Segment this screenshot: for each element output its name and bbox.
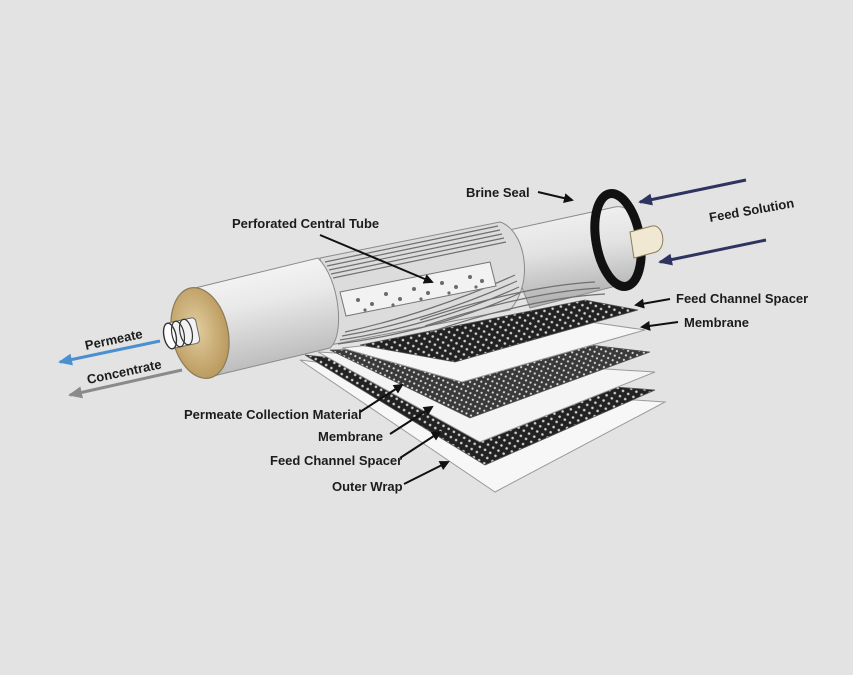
outer-wrap-label: Outer Wrap bbox=[332, 479, 403, 494]
permeate-label: Permeate bbox=[84, 326, 144, 353]
brine-seal-leader bbox=[537, 191, 574, 204]
perforated-tube bbox=[339, 261, 497, 317]
feed-channel-spacer-bottom-label: Feed Channel Spacer bbox=[270, 453, 402, 468]
right-tube-section bbox=[499, 189, 664, 309]
tube-perforations bbox=[356, 275, 484, 312]
perforated-tube-leader bbox=[319, 234, 434, 284]
feed-arrow-upper bbox=[638, 178, 747, 206]
feed-channel-spacer-top-label: Feed Channel Spacer bbox=[676, 291, 808, 306]
membrane-bottom-leader bbox=[389, 405, 434, 435]
feed-spacer-top-leader bbox=[634, 298, 671, 309]
feed-arrow-lower bbox=[658, 238, 767, 266]
permeate-collection-material-label: Permeate Collection Material bbox=[184, 407, 362, 422]
perforated-central-tube-label: Perforated Central Tube bbox=[232, 216, 379, 231]
membrane-top-label: Membrane bbox=[684, 315, 749, 330]
brine-seal-label: Brine Seal bbox=[466, 185, 530, 200]
wound-layers bbox=[319, 221, 606, 346]
outer-wrap-leader bbox=[403, 461, 450, 485]
membrane-bottom-label: Membrane bbox=[318, 429, 383, 444]
feed-spacer-sheet-top bbox=[359, 299, 639, 363]
feed-inlet-nozzle bbox=[629, 225, 664, 259]
feed-solution-label: Feed Solution bbox=[708, 195, 795, 225]
feed-spacer-bottom-leader bbox=[399, 430, 442, 459]
permeate-arrow bbox=[58, 339, 161, 366]
left-tube-section bbox=[162, 257, 340, 379]
permeate-outlet-fitting bbox=[162, 317, 201, 350]
concentrate-arrow bbox=[68, 368, 183, 399]
membrane-top-leader bbox=[640, 320, 679, 331]
permeate-collection-leader bbox=[359, 383, 404, 413]
